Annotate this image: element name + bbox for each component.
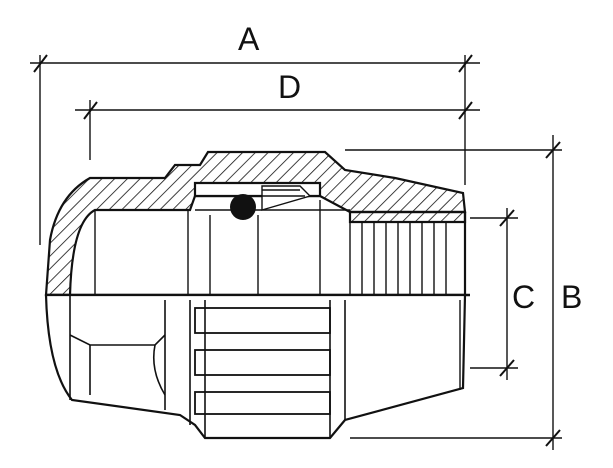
inner-bore-upper [94,185,467,295]
dimension-d [75,55,480,185]
o-ring-seal [230,194,256,220]
label-c: C [512,279,535,315]
dimension-c [470,208,518,380]
label-d: D [278,69,301,105]
dimension-a [30,54,480,245]
fitting-upper-section [44,150,467,297]
dimension-b [345,135,562,450]
body-wall-section [44,150,467,297]
label-b: B [561,279,582,315]
fitting-lower-exterior [44,293,467,440]
label-a: A [238,21,260,57]
